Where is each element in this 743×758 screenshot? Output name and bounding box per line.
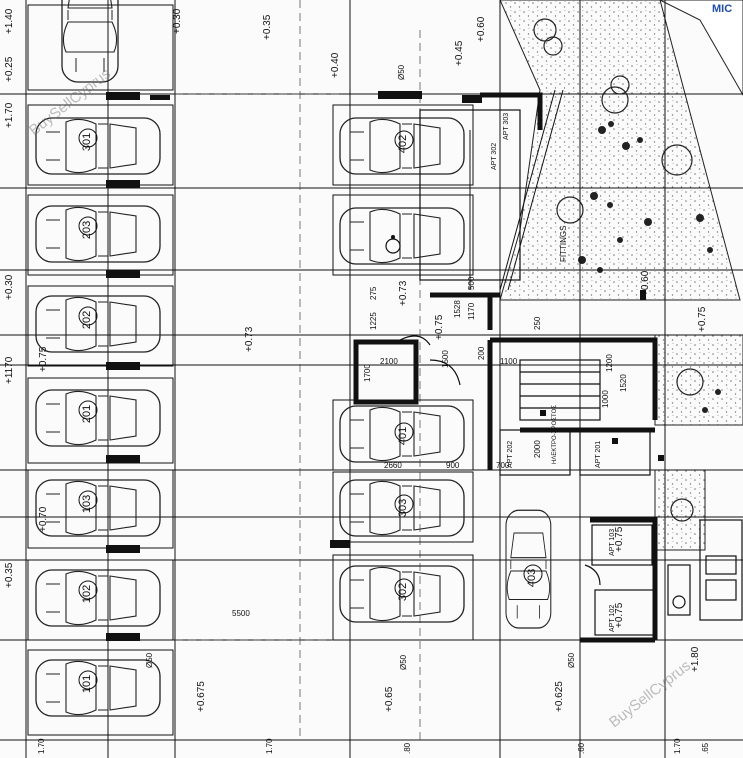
drain-label: Ø50 bbox=[399, 654, 408, 670]
level-label: +1.40 bbox=[4, 8, 15, 34]
dimension-label: 2660 bbox=[384, 461, 402, 470]
electric-label: ΗΛΕΚΤΡΟ-ΧΡΟΣΤΟΣ bbox=[552, 405, 558, 464]
apartment-label: APT 202 bbox=[507, 441, 514, 468]
level-label: +0.60 bbox=[476, 16, 487, 42]
dimension-label: 500 bbox=[467, 276, 476, 290]
bay-403-label: 403 bbox=[526, 569, 538, 587]
apartment-label: APT 103 bbox=[609, 529, 616, 556]
dimension-label: 2100 bbox=[380, 357, 398, 366]
apartment-label: APT 201 bbox=[595, 441, 602, 468]
dimension-label: 1170 bbox=[467, 302, 476, 320]
level-label: +0.675 bbox=[196, 681, 207, 712]
edge-label: .80 bbox=[403, 742, 412, 754]
level-label: +0.45 bbox=[454, 40, 465, 66]
bay-303-label: 303 bbox=[397, 499, 409, 517]
dimension-label: 1500 bbox=[441, 350, 450, 368]
dimension-label: 900 bbox=[446, 461, 460, 470]
bay-102-label: 102 bbox=[81, 585, 93, 603]
dimension-label: 1700 bbox=[363, 364, 372, 382]
dimension-label: 1000 bbox=[601, 390, 610, 408]
level-label: +1170 bbox=[4, 356, 15, 384]
bay-302-label: 302 bbox=[397, 583, 409, 601]
dimension-label: 5500 bbox=[232, 609, 250, 618]
bay-202-label: 202 bbox=[81, 311, 93, 329]
dimension-label: 1528 bbox=[453, 300, 462, 318]
edge-label: 1.70 bbox=[673, 738, 682, 754]
level-label: +0.75 bbox=[434, 314, 445, 340]
level-label: +0.75 bbox=[38, 346, 49, 372]
level-label: +0.65 bbox=[384, 686, 395, 712]
level-label: +1.70 bbox=[4, 102, 15, 128]
edge-label: .60 bbox=[577, 742, 586, 754]
dimension-label: 200 bbox=[477, 346, 486, 360]
dimension-label: 1225 bbox=[369, 312, 378, 330]
bay-103-label: 103 bbox=[81, 495, 93, 513]
bay-301-label: 301 bbox=[81, 133, 93, 151]
level-label: +0.75 bbox=[614, 602, 625, 628]
dimension-label: 700 bbox=[496, 461, 510, 470]
dimension-label: 250 bbox=[533, 316, 542, 330]
accessible-parking-icon bbox=[385, 235, 401, 254]
drain-label: Ø50 bbox=[397, 64, 406, 80]
edge-label: 1.70 bbox=[265, 738, 274, 754]
level-label: +0.60 bbox=[640, 270, 651, 296]
bay-201-label: 201 bbox=[81, 405, 93, 423]
apartment-label: APT 303 bbox=[503, 113, 510, 140]
level-label: +0.35 bbox=[262, 14, 273, 40]
level-label: +0.73 bbox=[244, 326, 255, 352]
bay-203-label: 203 bbox=[81, 221, 93, 239]
apartment-label: APT 102 bbox=[609, 605, 616, 632]
dimension-label: 1520 bbox=[619, 374, 628, 392]
bay-401-label: 401 bbox=[397, 427, 409, 445]
level-label: +0.35 bbox=[4, 562, 15, 588]
level-label: +0.625 bbox=[554, 681, 565, 712]
dimension-label: 1200 bbox=[605, 354, 614, 372]
level-label: +0.75 bbox=[614, 526, 625, 552]
level-label: +0.40 bbox=[330, 52, 341, 78]
level-label: +0.30 bbox=[172, 8, 183, 34]
level-label: +0.75 bbox=[697, 306, 708, 332]
level-label: +0.25 bbox=[4, 56, 15, 82]
dimension-label: 2000 bbox=[533, 440, 542, 458]
level-label: +0.70 bbox=[38, 506, 49, 532]
dimension-label: 275 bbox=[369, 286, 378, 300]
level-label: +0.30 bbox=[4, 274, 15, 300]
dimension-label: 1100 bbox=[500, 357, 518, 366]
bay-101-label: 101 bbox=[81, 675, 93, 693]
level-label: +0.73 bbox=[398, 280, 409, 306]
apartment-label: APT 302 bbox=[491, 143, 498, 170]
drain-label: Ø50 bbox=[567, 652, 576, 668]
corner-label: MIC bbox=[712, 3, 732, 15]
bay-402-label: 402 bbox=[397, 135, 409, 153]
drain-label: Ø50 bbox=[145, 652, 154, 668]
level-label: +1.80 bbox=[690, 646, 701, 672]
fittings-label: FITTINGS bbox=[559, 226, 568, 262]
edge-label: .65 bbox=[701, 742, 710, 754]
edge-label: 1.70 bbox=[37, 738, 46, 754]
